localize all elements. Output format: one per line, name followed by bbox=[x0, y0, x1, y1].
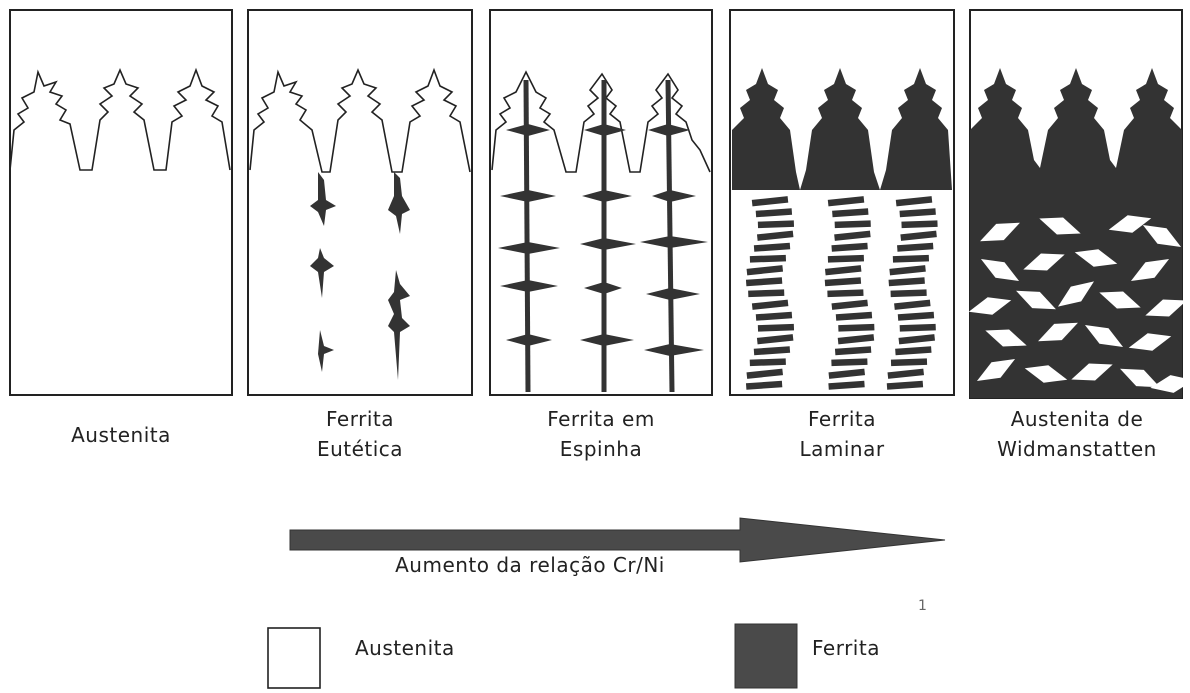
ferrite-lath bbox=[835, 220, 871, 228]
ferrite-laths bbox=[746, 196, 938, 390]
ferrite-lath bbox=[758, 324, 794, 332]
panel-ferrita-eutetica bbox=[248, 10, 472, 395]
panel-ferrita-laminar bbox=[730, 10, 954, 395]
panel-label-ferrita-em-espinha: Ferrita em Espinha bbox=[490, 404, 712, 464]
label-line: Austenita bbox=[10, 420, 232, 450]
panel-label-ferrita-eutetica: Ferrita Eutética bbox=[248, 404, 472, 464]
panel-austenita-de-widmanstatten bbox=[966, 10, 1190, 398]
label-line: Laminar bbox=[730, 434, 954, 464]
legend-ferrite-swatch bbox=[735, 624, 797, 688]
label-line: Eutética bbox=[248, 434, 472, 464]
panel-label-austenita: Austenita bbox=[10, 420, 232, 450]
panel-ferrita-em-espinha bbox=[490, 10, 712, 395]
ferrite-lath bbox=[838, 324, 874, 332]
ferrite-lath bbox=[750, 358, 786, 366]
stray-mark: 1 bbox=[918, 598, 927, 614]
legend-ferrite-label: Ferrita bbox=[812, 636, 880, 660]
ferrite-lath bbox=[758, 220, 794, 228]
ferrite-lath bbox=[901, 220, 937, 228]
ferrite-lath bbox=[831, 358, 867, 366]
ferrite-lath bbox=[750, 255, 786, 263]
ferrite-lath bbox=[748, 289, 784, 297]
ferrite-lath bbox=[891, 289, 927, 297]
ferrite-lath bbox=[891, 358, 927, 366]
panel-label-ferrita-laminar: Ferrita Laminar bbox=[730, 404, 954, 464]
label-line: Widmanstatten bbox=[966, 434, 1188, 464]
legend-austenite-swatch bbox=[268, 628, 320, 688]
arrow-label: Aumento da relação Cr/Ni bbox=[300, 553, 760, 577]
ferrite-lath bbox=[893, 255, 929, 263]
ferrite-lath bbox=[828, 255, 864, 263]
ferrite-dendrites-solid bbox=[732, 68, 952, 190]
label-line: Ferrita em bbox=[490, 404, 712, 434]
label-line: Austenita de bbox=[966, 404, 1188, 434]
panel-label-austenita-de-widmanstatten: Austenita de Widmanstatten bbox=[966, 404, 1188, 464]
ferrite-lath bbox=[900, 324, 936, 332]
label-line: Ferrita bbox=[730, 404, 954, 434]
panel-austenita bbox=[10, 10, 232, 395]
legend-austenite-label: Austenita bbox=[355, 636, 455, 660]
ferrite-lath bbox=[827, 289, 863, 297]
label-line: Ferrita bbox=[248, 404, 472, 434]
label-line: Espinha bbox=[490, 434, 712, 464]
